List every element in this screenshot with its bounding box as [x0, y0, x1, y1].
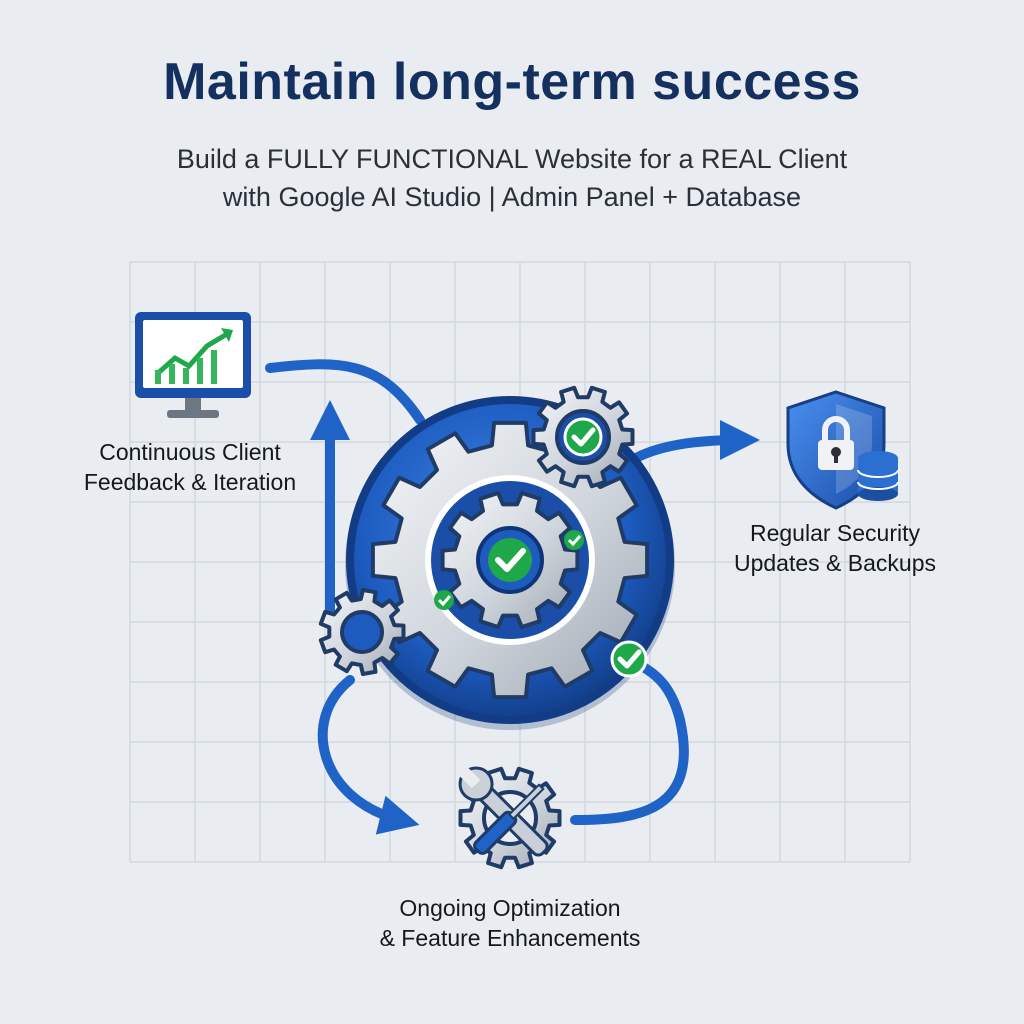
optimization-label-line-2: & Feature Enhancements [379, 925, 641, 951]
optimization-label-line-1: Ongoing Optimization [399, 895, 621, 921]
feedback-label-line-2: Feedback & Iteration [83, 469, 297, 495]
arrow-loop-to-optimization [317, 675, 420, 835]
small-gear-left-icon [318, 588, 406, 676]
wrench-screwdriver-gear-icon [458, 766, 562, 870]
subtitle-line-1: Build a FULLY FUNCTIONAL Website for a R… [176, 144, 848, 174]
feedback-label-line-1: Continuous Client [99, 439, 281, 465]
monitor-chart-icon [135, 312, 251, 418]
page-title: Maintain long-term success [163, 53, 861, 111]
optimization-label: Ongoing Optimization & Feature Enhanceme… [350, 893, 670, 953]
arrow-feedback-to-center [265, 359, 425, 425]
feedback-label: Continuous Client Feedback & Iteration [60, 437, 320, 497]
gear-cycle-icon [345, 396, 675, 730]
subtitle-line-2: with Google AI Studio | Admin Panel + Da… [222, 182, 802, 212]
check-icon [434, 530, 648, 678]
shield-lock-database-icon [786, 390, 899, 510]
arrow-optimization-loop [570, 655, 689, 825]
security-label-line-1: Regular Security [749, 520, 921, 546]
security-label-line-2: Updates & Backups [733, 550, 936, 576]
security-label: Regular Security Updates & Backups [700, 518, 970, 578]
